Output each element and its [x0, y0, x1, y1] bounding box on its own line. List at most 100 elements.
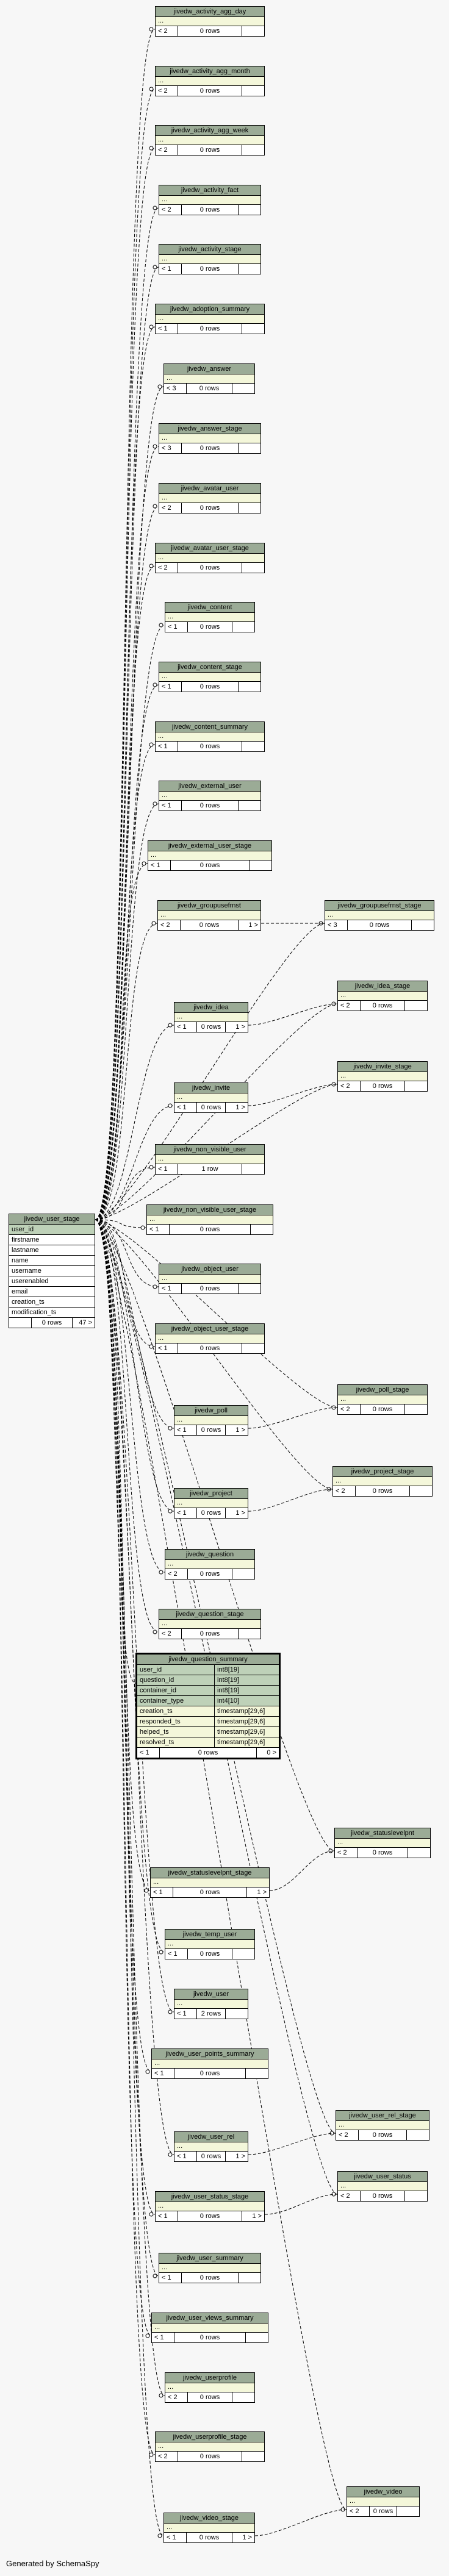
- table-title[interactable]: jivedw_invite_stage: [338, 1062, 427, 1072]
- child-count[interactable]: 1 >: [235, 1023, 245, 1031]
- table-title[interactable]: jivedw_user: [174, 1989, 248, 2000]
- table-title[interactable]: jivedw_object_user_stage: [156, 1324, 264, 1334]
- table-title[interactable]: jivedw_object_user: [159, 1264, 260, 1275]
- parent-count[interactable]: < 2: [338, 1081, 361, 1091]
- parent-count[interactable]: < 2: [333, 1486, 356, 1496]
- table-title[interactable]: jivedw_user_views_summary: [152, 2313, 268, 2324]
- table-title[interactable]: jivedw_answer: [164, 364, 254, 374]
- table-title[interactable]: jivedw_content: [165, 603, 254, 613]
- table-title[interactable]: jivedw_user_status_stage: [156, 2192, 264, 2202]
- table-title[interactable]: jivedw_avatar_user: [159, 484, 260, 494]
- parent-count[interactable]: < 3: [159, 443, 182, 453]
- table-title[interactable]: jivedw_project: [174, 1489, 248, 1499]
- parent-count[interactable]: < 1: [164, 2533, 187, 2542]
- table-title[interactable]: jivedw_external_user: [159, 781, 260, 792]
- table-title[interactable]: jivedw_statuslevelpnt_stage: [151, 1868, 269, 1878]
- table-title[interactable]: jivedw_activity_agg_day: [156, 7, 264, 17]
- table-title[interactable]: jivedw_user_status: [338, 2172, 427, 2182]
- table-title[interactable]: jivedw_groupusefrnst_stage: [325, 901, 434, 911]
- parent-count[interactable]: < 2: [165, 1569, 188, 1579]
- table-title[interactable]: jivedw_userprofile_stage: [156, 2432, 264, 2442]
- table-title[interactable]: jivedw_project_stage: [333, 1467, 432, 1477]
- table-title[interactable]: jivedw_user_summary: [159, 2253, 260, 2264]
- parent-count[interactable]: < 1: [151, 1887, 173, 1897]
- parent-count[interactable]: < 1: [159, 264, 182, 274]
- table-title[interactable]: jivedw_external_user_stage: [148, 841, 271, 851]
- parent-count[interactable]: < 1: [165, 622, 188, 632]
- table-title[interactable]: jivedw_userprofile: [165, 2373, 254, 2383]
- table-title[interactable]: jivedw_activity_fact: [159, 185, 260, 196]
- parent-count[interactable]: < 1: [174, 2009, 197, 2019]
- parent-count[interactable]: < 1: [165, 1949, 188, 1959]
- parent-count[interactable]: < 2: [336, 2130, 359, 2140]
- parent-count[interactable]: < 1: [148, 860, 171, 870]
- table-title[interactable]: jivedw_groupusefrnst: [158, 901, 260, 911]
- table-title[interactable]: jivedw_invite: [174, 1083, 248, 1093]
- table-title[interactable]: jivedw_poll_stage: [338, 1385, 427, 1395]
- table-title[interactable]: jivedw_non_visible_user_stage: [147, 1205, 273, 1215]
- child-count[interactable]: 0 >: [267, 1749, 276, 1756]
- table-title[interactable]: jivedw_content_summary: [156, 722, 264, 732]
- parent-count[interactable]: < 1: [156, 324, 178, 334]
- parent-count[interactable]: < 3: [164, 384, 187, 393]
- parent-count[interactable]: < 2: [158, 920, 181, 930]
- table-title[interactable]: jivedw_activity_agg_month: [156, 66, 264, 77]
- table-title[interactable]: jivedw_question_stage: [159, 1609, 260, 1620]
- child-count[interactable]: 1 >: [252, 2213, 262, 2220]
- table-title[interactable]: jivedw_activity_stage: [159, 245, 260, 255]
- parent-count[interactable]: < 2: [165, 2392, 188, 2402]
- parent-count[interactable]: < 1: [159, 1284, 182, 1293]
- parent-count[interactable]: < 2: [335, 1848, 357, 1858]
- parent-count[interactable]: < 3: [325, 920, 348, 930]
- table-title[interactable]: jivedw_user_rel: [174, 2132, 248, 2142]
- parent-count[interactable]: < 2: [159, 503, 182, 513]
- child-count[interactable]: 1 >: [248, 921, 258, 929]
- parent-count[interactable]: < 1: [174, 1508, 197, 1518]
- child-count[interactable]: 1 >: [235, 1509, 245, 1517]
- child-count[interactable]: 47 >: [79, 1319, 92, 1326]
- table-title[interactable]: jivedw_activity_agg_week: [156, 126, 264, 136]
- parent-count[interactable]: < 1: [174, 1022, 197, 1032]
- table-title[interactable]: jivedw_temp_user: [165, 1930, 254, 1940]
- parent-count[interactable]: < 1: [137, 1748, 160, 1758]
- parent-count[interactable]: < 2: [156, 563, 178, 573]
